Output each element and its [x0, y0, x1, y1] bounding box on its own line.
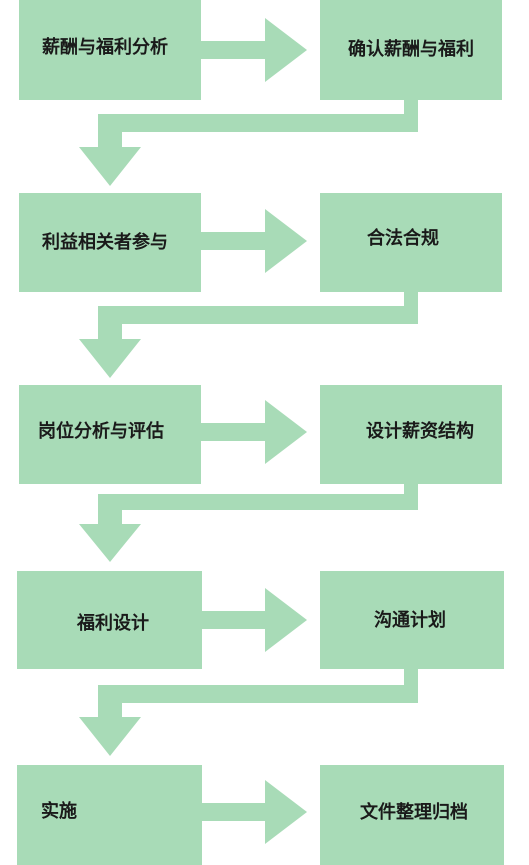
- step-label-3-right: 设计薪资结构: [366, 420, 474, 442]
- right-arrow-5: [202, 780, 307, 844]
- step-box-4-right: [320, 571, 504, 669]
- step-box-4-left: [17, 571, 202, 669]
- connector-arrow-4: [79, 669, 418, 756]
- step-label-2-right: 合法合规: [367, 227, 439, 249]
- step-box-5-left: [17, 765, 202, 865]
- right-arrow-3: [201, 400, 307, 464]
- step-label-4-left: 福利设计: [76, 612, 149, 634]
- right-arrow-4: [202, 588, 307, 652]
- step-box-1-right: [320, 0, 502, 100]
- connector-arrow-2: [79, 292, 418, 378]
- step-label-3-left: 岗位分析与评估: [38, 420, 164, 442]
- step-label-5-left: 实施: [41, 800, 77, 822]
- step-label-1-left: 薪酬与福利分析: [42, 36, 168, 58]
- step-label-4-right: 沟通计划: [374, 609, 446, 631]
- step-label-1-right: 确认薪酬与福利: [348, 38, 474, 60]
- right-arrow-2: [201, 209, 307, 273]
- step-box-3-right: [320, 385, 502, 484]
- step-box-2-left: [19, 193, 201, 292]
- step-box-5-right: [320, 765, 504, 865]
- step-box-2-right: [320, 193, 502, 292]
- step-label-2-left: 利益相关者参与: [42, 231, 168, 253]
- step-box-3-left: [19, 385, 201, 484]
- connector-arrow-3: [79, 484, 418, 562]
- right-arrow-1: [201, 18, 307, 82]
- step-box-1-left: [19, 0, 201, 100]
- step-label-5-right: 文件整理归档: [360, 801, 468, 823]
- connector-arrow-1: [79, 100, 418, 186]
